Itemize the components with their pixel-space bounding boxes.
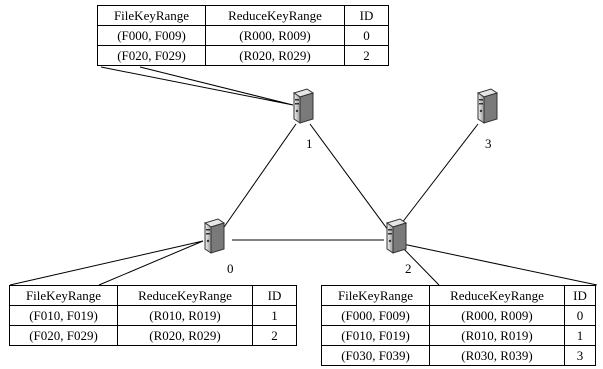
- table-row: (F020, F029) (R020, R029) 2: [97, 45, 389, 66]
- table-cell: 1: [252, 305, 297, 326]
- column-header: FileKeyRange: [97, 5, 206, 26]
- table-cell: (R000, R009): [429, 305, 565, 326]
- table-cell: 0: [564, 305, 596, 326]
- routing-table-node-2: FileKeyRange ReduceKeyRange ID (F000, F0…: [321, 285, 596, 366]
- column-header: FileKeyRange: [9, 285, 118, 306]
- routing-table-node-1: FileKeyRange ReduceKeyRange ID (F000, F0…: [97, 5, 389, 66]
- table-header-row: FileKeyRange ReduceKeyRange ID: [9, 285, 297, 306]
- table-cell: (R020, R029): [205, 45, 345, 66]
- table-cell: (F030, F039): [321, 345, 430, 366]
- column-header: ReduceKeyRange: [205, 5, 345, 26]
- table-cell: (F020, F029): [97, 45, 206, 66]
- network-links: [221, 123, 479, 241]
- table-cell: (R000, R009): [205, 25, 345, 46]
- node-label-3: 3: [485, 136, 492, 151]
- table-cell: (F010, F019): [9, 305, 118, 326]
- column-header: ID: [564, 285, 596, 306]
- routing-table-node-0: FileKeyRange ReduceKeyRange ID (F010, F0…: [9, 285, 297, 346]
- table-cell: (F010, F019): [321, 325, 430, 346]
- table-row: (F010, F019) (R010, R019) 1: [321, 325, 596, 346]
- table-cell: 1: [564, 325, 596, 346]
- table-header-row: FileKeyRange ReduceKeyRange ID: [97, 5, 389, 26]
- table-cell: 3: [564, 345, 596, 366]
- server-icon: [477, 88, 498, 124]
- column-header: FileKeyRange: [321, 285, 430, 306]
- callout-node-0: [9, 240, 204, 286]
- link-3-2: [397, 123, 479, 229]
- table-cell: (R030, R039): [429, 345, 565, 366]
- table-header-row: FileKeyRange ReduceKeyRange ID: [321, 285, 596, 306]
- table-cell: 2: [252, 325, 297, 346]
- table-row: (F000, F009) (R000, R009) 0: [97, 25, 389, 46]
- column-header: ReduceKeyRange: [429, 285, 565, 306]
- table-cell: (F000, F009): [97, 25, 206, 46]
- table-cell: (R010, R019): [429, 325, 565, 346]
- table-row: (F020, F029) (R020, R029) 2: [9, 325, 297, 346]
- link-1-2: [309, 123, 389, 231]
- link-1-0: [221, 123, 297, 231]
- table-cell: (R010, R019): [117, 305, 253, 326]
- table-cell: (F020, F029): [9, 325, 118, 346]
- server-icon: [293, 88, 314, 124]
- table-cell: (R020, R029): [117, 325, 253, 346]
- node-label-0: 0: [227, 261, 234, 276]
- node-label-2: 2: [405, 261, 412, 276]
- node-label-1: 1: [306, 136, 313, 151]
- column-header: ID: [252, 285, 297, 306]
- table-cell: 2: [344, 45, 389, 66]
- table-row: (F030, F039) (R030, R039) 3: [321, 345, 596, 366]
- table-cell: (F000, F009): [321, 305, 430, 326]
- table-cell: 0: [344, 25, 389, 46]
- server-icon: [204, 218, 225, 254]
- callout-node-1: [100, 66, 294, 106]
- column-header: ReduceKeyRange: [117, 285, 253, 306]
- table-row: (F000, F009) (R000, R009) 0: [321, 305, 596, 326]
- callout-node-2: [396, 242, 598, 286]
- server-icon: [386, 218, 407, 254]
- column-header: ID: [344, 5, 389, 26]
- table-row: (F010, F019) (R010, R019) 1: [9, 305, 297, 326]
